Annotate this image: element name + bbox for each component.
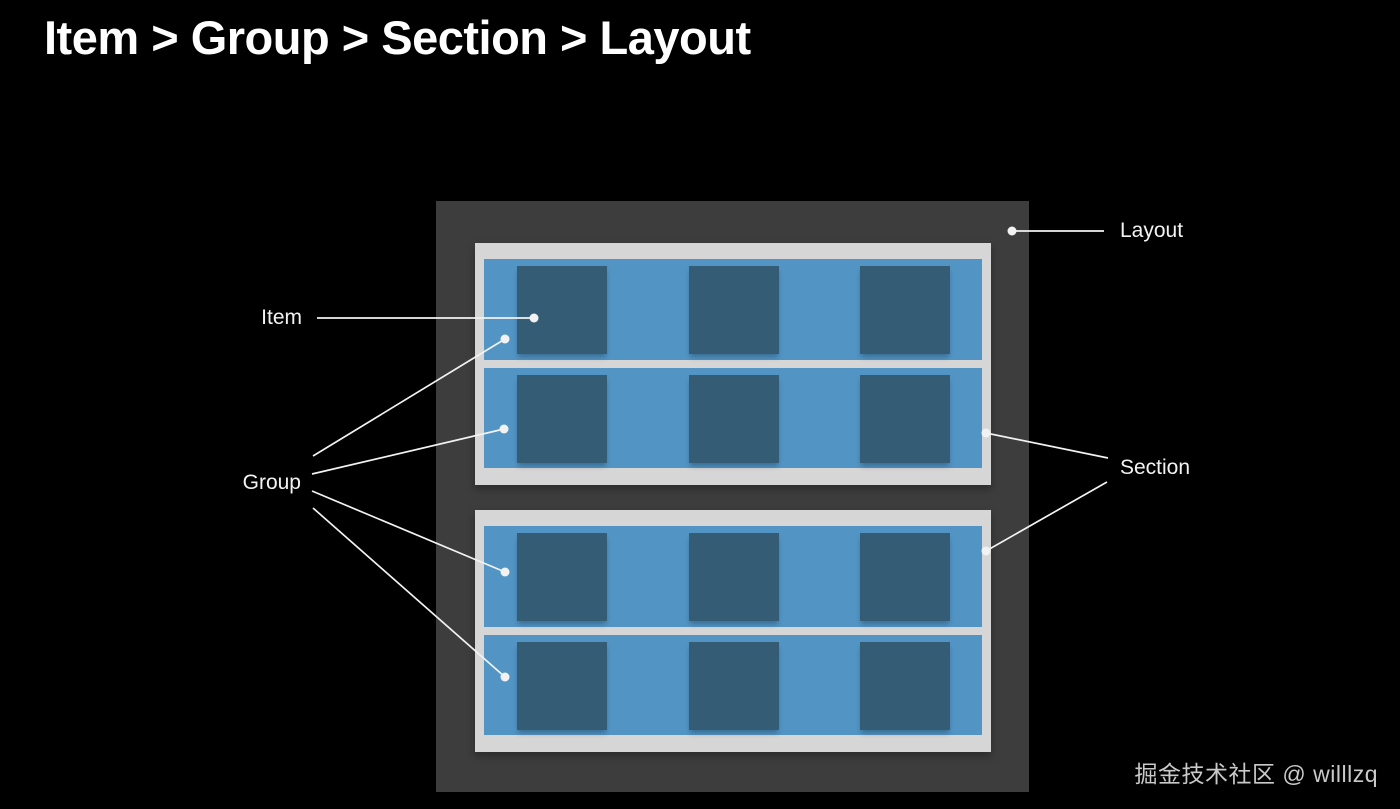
page-title: Item > Group > Section > Layout — [44, 11, 751, 64]
item-square — [517, 533, 607, 621]
item-square — [688, 266, 779, 354]
group-row — [484, 367, 982, 468]
layout-container — [436, 201, 1029, 792]
item-square — [517, 374, 607, 463]
section-2 — [475, 510, 991, 752]
watermark: 掘金技术社区 @ willlzq — [1134, 761, 1378, 787]
item-square — [688, 533, 779, 621]
item-square — [860, 533, 950, 621]
item-label: Item — [261, 306, 302, 329]
section-1 — [475, 243, 991, 485]
item-square — [688, 374, 779, 463]
layout-label: Layout — [1120, 219, 1184, 242]
section-label: Section — [1120, 456, 1191, 479]
item-square — [517, 266, 607, 354]
group-row — [484, 526, 982, 627]
item-square — [860, 266, 950, 354]
item-square — [688, 641, 779, 730]
item-square — [517, 641, 607, 730]
group-label: Group — [242, 471, 301, 494]
group-row — [484, 634, 982, 735]
item-square — [860, 641, 950, 730]
item-square — [860, 374, 950, 463]
group-row — [484, 259, 982, 360]
